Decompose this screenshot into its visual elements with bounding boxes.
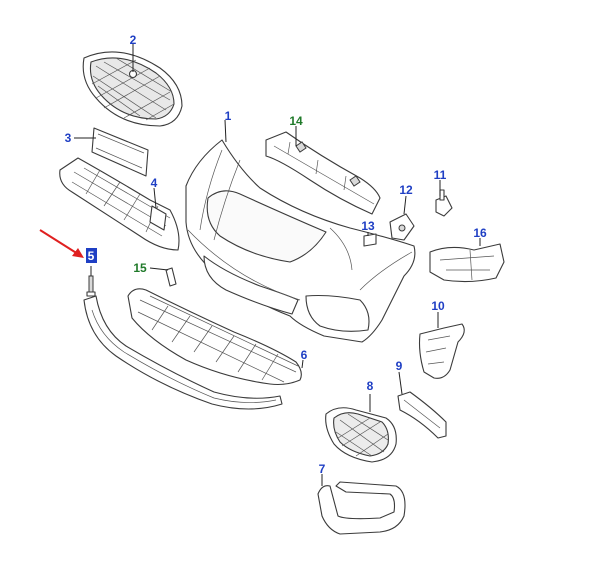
callout-11[interactable]: 11 bbox=[434, 168, 447, 182]
part-lower-grille[interactable] bbox=[59, 157, 180, 251]
part-15-fastener[interactable] bbox=[165, 267, 177, 287]
callout-5[interactable]: 5 bbox=[88, 249, 95, 263]
part-upper-reinforcement[interactable] bbox=[265, 131, 381, 215]
part-11-clip[interactable] bbox=[435, 189, 453, 217]
callout-15[interactable]: 15 bbox=[133, 261, 147, 275]
callout-8[interactable]: 8 bbox=[367, 379, 374, 393]
part-lower-spoiler-lip[interactable] bbox=[83, 295, 283, 410]
highlight-box bbox=[86, 248, 97, 263]
part-undertray[interactable] bbox=[127, 288, 302, 386]
callout-12[interactable]: 12 bbox=[399, 183, 413, 197]
callout-9[interactable]: 9 bbox=[396, 359, 403, 373]
callout-1[interactable]: 1 bbox=[225, 109, 232, 123]
callout-16[interactable]: 16 bbox=[473, 226, 487, 240]
callout-13[interactable]: 13 bbox=[361, 219, 375, 233]
callout-14[interactable]: 14 bbox=[289, 114, 303, 128]
part-side-bracket[interactable] bbox=[429, 243, 505, 283]
part-12-bracket[interactable] bbox=[389, 213, 415, 241]
callout-4[interactable]: 4 bbox=[151, 176, 158, 190]
callout-7[interactable]: 7 bbox=[319, 462, 326, 476]
callout-10[interactable]: 10 bbox=[431, 299, 445, 313]
red-arrow-icon bbox=[39, 229, 84, 258]
callout-3[interactable]: 3 bbox=[65, 131, 72, 145]
part-bumper-cover[interactable] bbox=[185, 139, 416, 343]
part-fog-lamp-bezel[interactable] bbox=[317, 481, 406, 535]
part-5-fastener[interactable] bbox=[86, 275, 96, 297]
part-license-plate-bracket[interactable] bbox=[91, 127, 149, 177]
callout-6[interactable]: 6 bbox=[301, 348, 308, 362]
callout-2[interactable]: 2 bbox=[130, 33, 137, 47]
part-right-bracket[interactable] bbox=[418, 323, 465, 379]
leader-lines bbox=[74, 44, 481, 486]
part-grille[interactable] bbox=[82, 51, 183, 127]
part-9-trim[interactable] bbox=[397, 391, 447, 439]
part-fog-lamp-grille[interactable] bbox=[325, 407, 397, 463]
part-13-clip[interactable] bbox=[363, 233, 377, 247]
